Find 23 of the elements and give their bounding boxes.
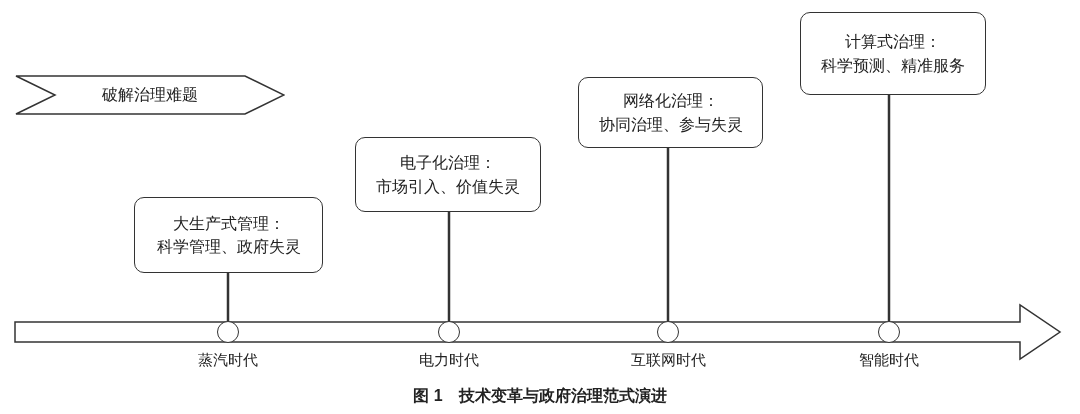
figure-caption: 图 1 技术变革与政府治理范式演进	[412, 386, 668, 406]
callout-box	[355, 137, 541, 212]
callout-box	[800, 12, 986, 95]
box-text: 破解治理难题	[102, 85, 198, 106]
connector-line	[666, 148, 670, 321]
connector-line	[447, 212, 451, 321]
era-label: 蒸汽时代	[198, 351, 258, 370]
box-text: 市场引入、价值失灵	[376, 176, 520, 197]
box-heading: 网络化治理：	[622, 91, 719, 112]
connector-line	[887, 95, 891, 321]
box-text: 科学预测、精准服务	[821, 55, 965, 76]
box-heading: 电子化治理：	[400, 153, 496, 174]
era-label: 互联网时代	[630, 351, 706, 370]
callout-box	[134, 197, 323, 273]
callout-box	[578, 77, 763, 148]
box-text: 协同治理、参与失灵	[598, 114, 743, 135]
connector-line	[226, 273, 230, 321]
box-heading: 计算式治理：	[845, 32, 941, 53]
era-label: 智能时代	[859, 351, 919, 370]
era-label: 电力时代	[419, 351, 479, 370]
box-text: 科学管理、政府失灵	[156, 237, 301, 257]
box-heading: 大生产式管理：	[172, 213, 285, 234]
chevron-banner	[15, 75, 285, 115]
